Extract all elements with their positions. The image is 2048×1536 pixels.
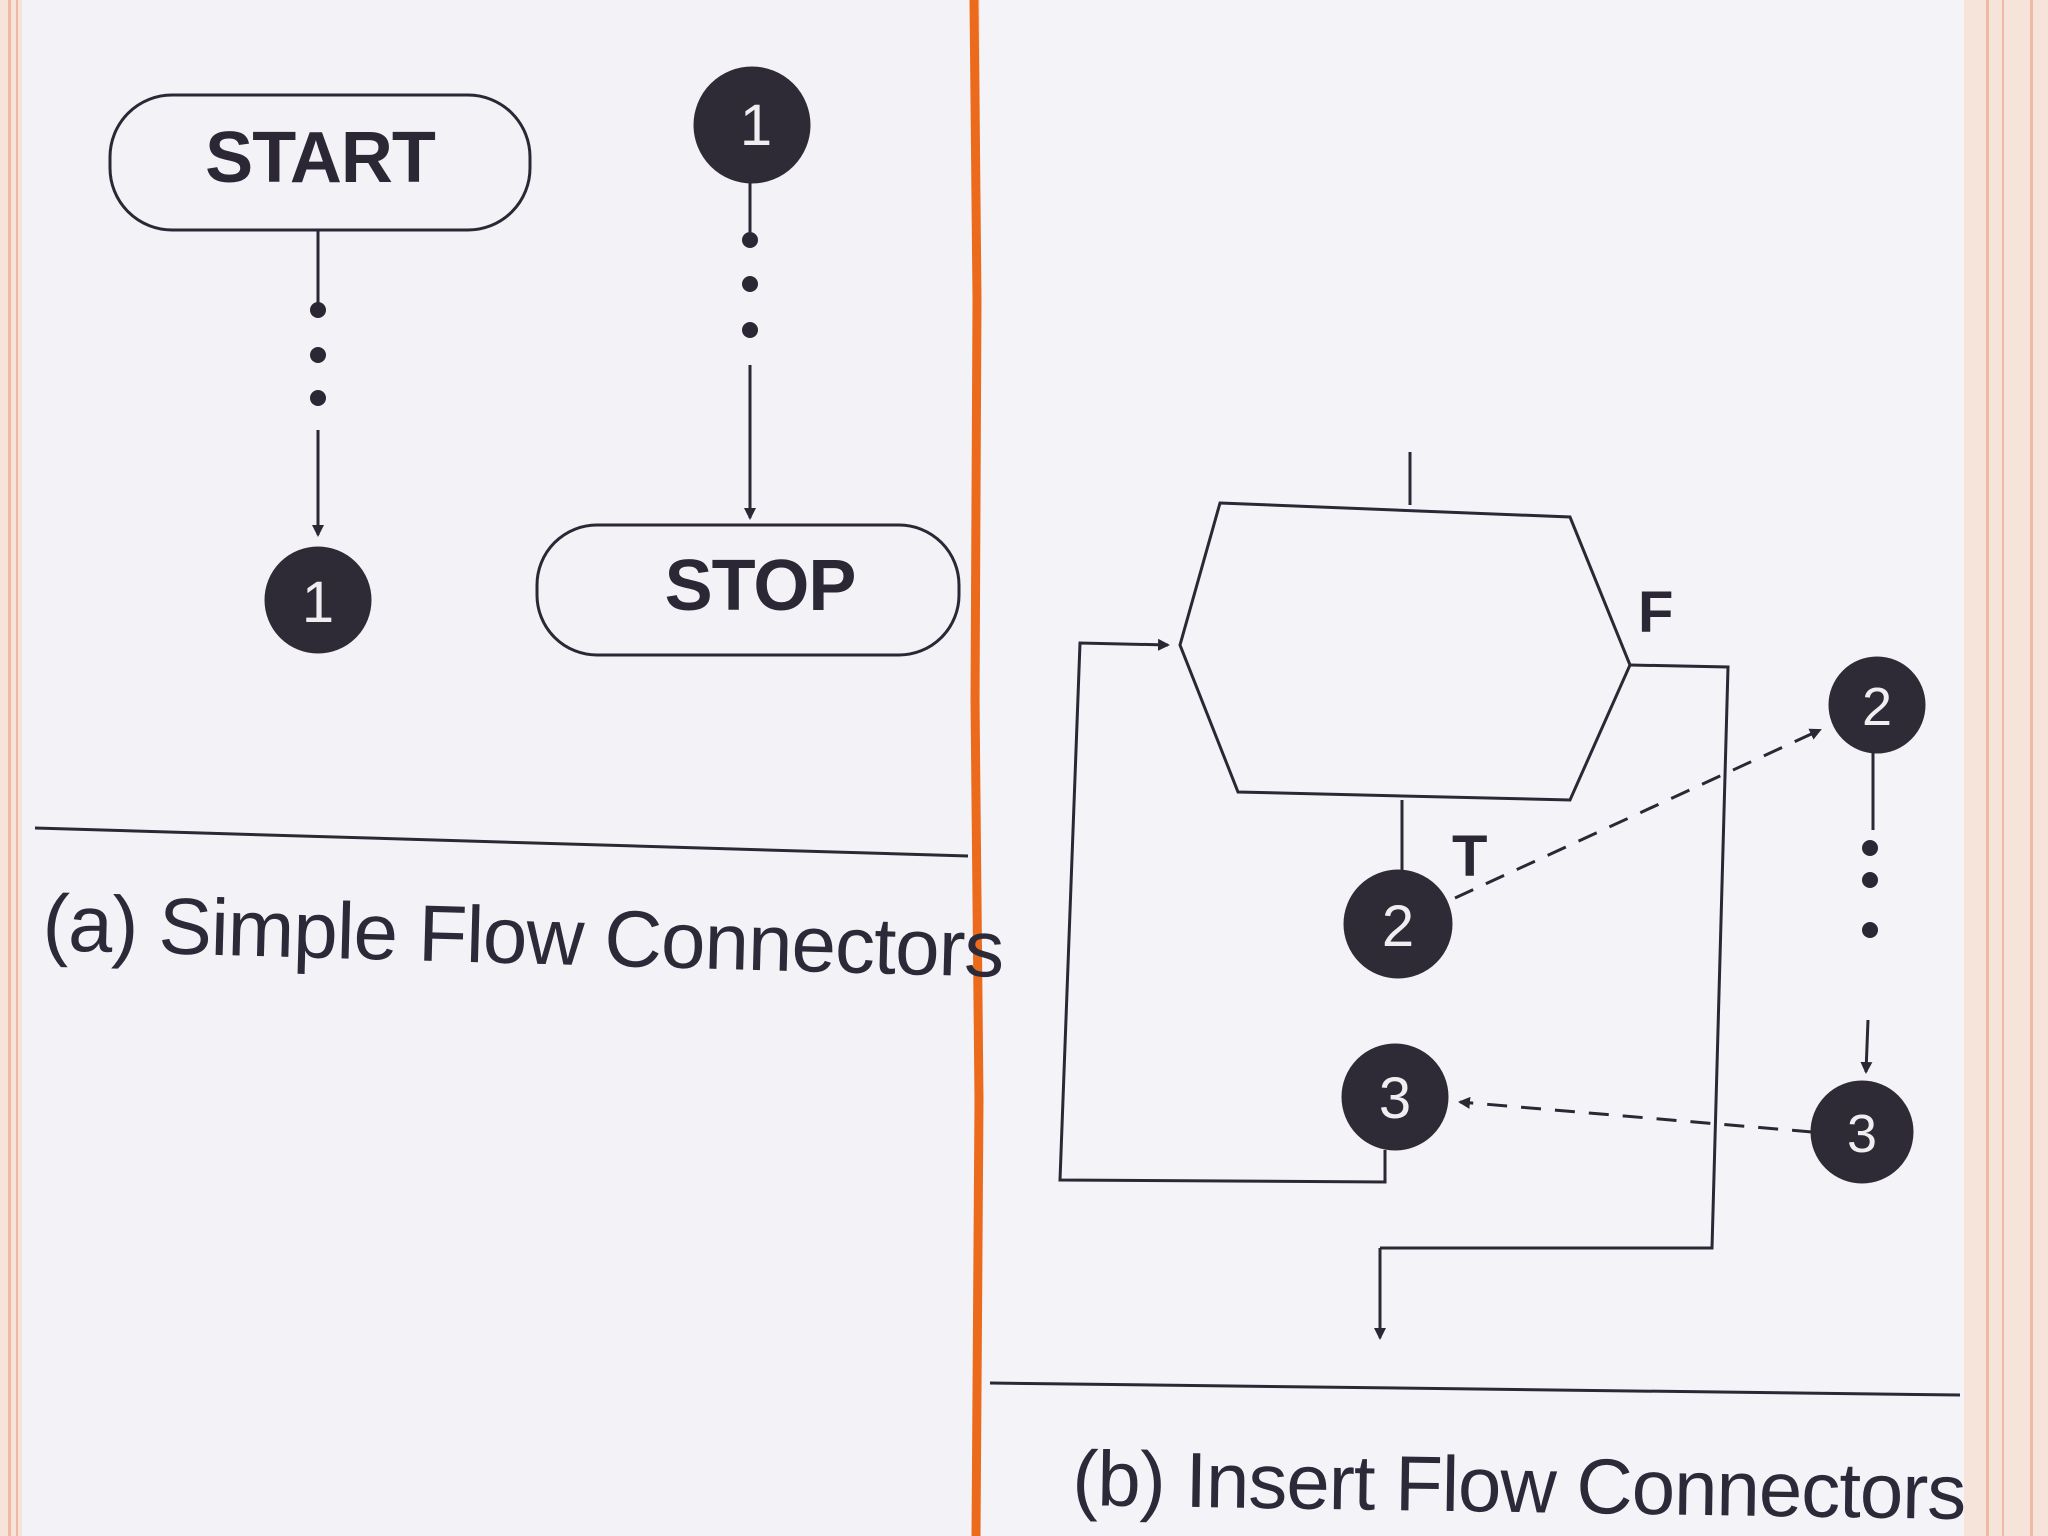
- connector-2-left-label: 2: [1382, 894, 1414, 959]
- stop-terminal: [535, 523, 961, 657]
- decision-hexagon: [1178, 501, 1632, 802]
- connector-2-right-label: 2: [1862, 677, 1892, 737]
- ellipsis-dot: [310, 347, 326, 363]
- panel-a-background: [22, 0, 975, 1536]
- start-label: START: [205, 118, 436, 198]
- false-label: F: [1638, 580, 1673, 645]
- ellipsis-dot: [742, 276, 758, 292]
- connector-3-right: [1810, 1080, 1914, 1184]
- loop-back-path: [1058, 638, 1387, 1184]
- stop-label: STOP: [665, 546, 856, 626]
- connector-out: [693, 66, 811, 184]
- connector-in-label: 1: [302, 570, 334, 635]
- connector-3-right-label: 3: [1847, 1104, 1877, 1164]
- connector-out-label: 1: [740, 93, 772, 158]
- caption-b-rule: [989, 1381, 1961, 1397]
- connector-2-left: [1343, 869, 1453, 979]
- dashed-link-3: [1458, 1096, 1813, 1134]
- caption-a-rule: [34, 826, 969, 858]
- true-label: T: [1452, 824, 1487, 889]
- right-border-stripe-3: [2030, 0, 2033, 1536]
- ellipsis-dot: [1862, 922, 1878, 938]
- left-border-stripe: [8, 0, 11, 1536]
- panel-b: [989, 452, 1961, 1397]
- connector-2-right: [1828, 656, 1926, 754]
- ellipsis-dot: [310, 302, 326, 318]
- caption-b: (b) Insert Flow Connectors: [1072, 1434, 1966, 1536]
- right-flow-arrow: [1860, 1019, 1873, 1074]
- ellipsis-dot: [742, 322, 758, 338]
- ellipsis-dot: [1862, 872, 1878, 888]
- ellipsis-dot: [742, 232, 758, 248]
- start-terminal: [108, 93, 532, 232]
- right-border-stripe: [1986, 0, 1989, 1536]
- ellipsis-dot: [1862, 840, 1878, 856]
- panel-a: [34, 66, 969, 858]
- connector-3-left-label: 3: [1379, 1066, 1411, 1131]
- left-border-stripe-2: [16, 0, 18, 1536]
- right-border-stripe-2: [2002, 0, 2004, 1536]
- connector-3-left: [1341, 1043, 1449, 1151]
- panel-divider: [969, 0, 984, 1536]
- false-branch-path: [1380, 663, 1730, 1250]
- connector-in: [264, 546, 372, 654]
- ellipsis-dot: [310, 390, 326, 406]
